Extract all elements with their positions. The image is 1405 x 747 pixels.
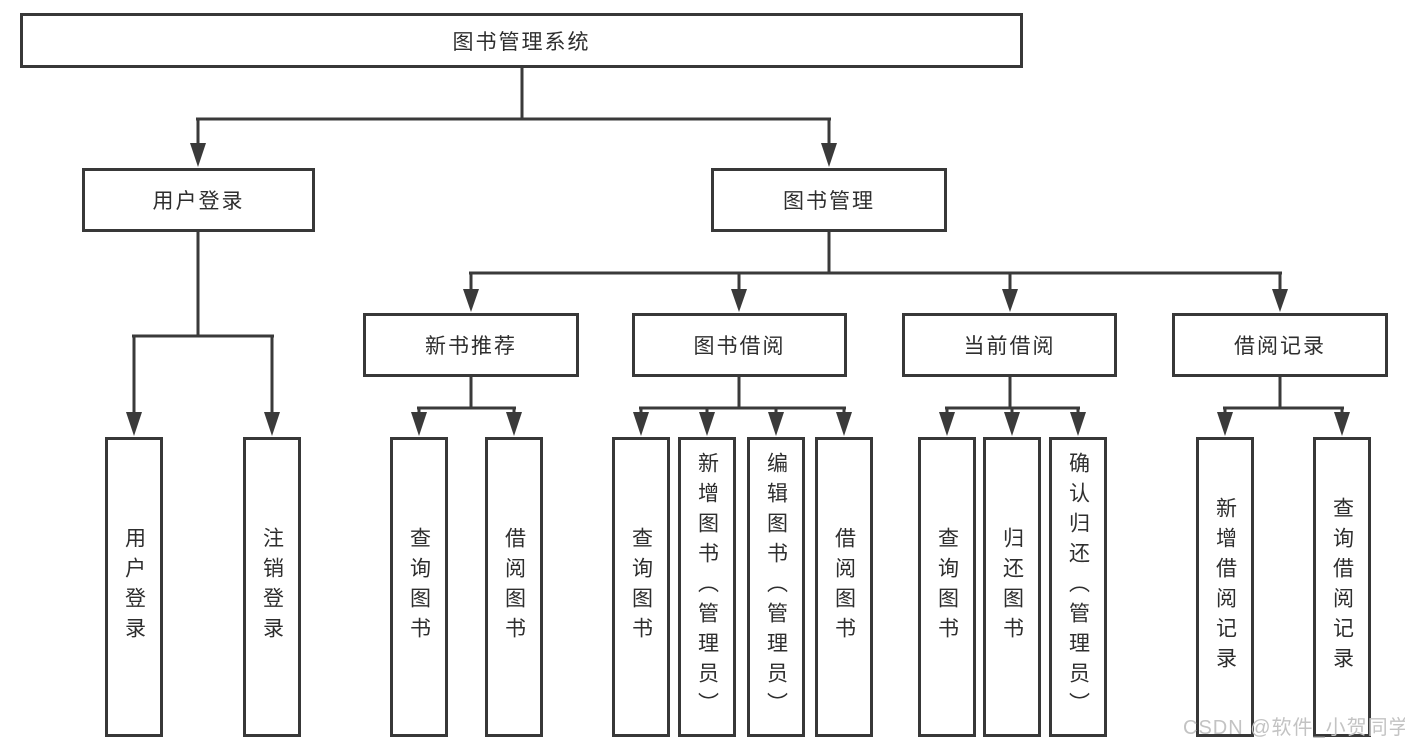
node-book-management: 图书管理: [711, 168, 947, 232]
connector-book-management-to-level3: [463, 232, 1288, 312]
leaf-query-books-recommend: 查询图书: [390, 437, 448, 737]
leaf-borrow-books-label: 借阅图书: [832, 527, 856, 647]
leaf-return-book: 归还图书: [983, 437, 1041, 737]
leaf-add-book-admin: 新增图书（管理员）: [678, 437, 736, 737]
node-borrow-records: 借阅记录: [1172, 313, 1388, 377]
leaf-query-books-recommend-label: 查询图书: [407, 527, 431, 647]
leaf-query-books-borrow-label: 查询图书: [629, 527, 653, 647]
node-user-login-label: 用户登录: [152, 190, 245, 213]
leaf-add-book-admin-label: 新增图书（管理员）: [695, 452, 719, 722]
node-user-login: 用户登录: [82, 168, 315, 232]
connector-book-borrow-children: [633, 377, 852, 436]
leaf-borrow-books: 借阅图书: [815, 437, 873, 737]
leaf-logout-label: 注销登录: [260, 527, 284, 647]
node-borrow-records-label: 借阅记录: [1234, 335, 1326, 358]
node-current-borrow-label: 当前借阅: [963, 335, 1056, 358]
leaf-borrow-books-recommend-label: 借阅图书: [502, 527, 526, 647]
leaf-add-borrow-record-label: 新增借阅记录: [1213, 497, 1237, 677]
connector-root-to-level2: [190, 68, 837, 167]
leaf-query-borrow-record: 查询借阅记录: [1313, 437, 1371, 737]
leaf-edit-book-admin: 编辑图书（管理员）: [747, 437, 805, 737]
connector-borrow-records-children: [1217, 377, 1350, 436]
leaf-confirm-return-admin: 确认归还（管理员）: [1049, 437, 1107, 737]
leaf-edit-book-admin-label: 编辑图书（管理员）: [764, 452, 788, 722]
leaf-logout: 注销登录: [243, 437, 301, 737]
node-new-book-recommend: 新书推荐: [363, 313, 579, 377]
node-new-book-recommend-label: 新书推荐: [425, 335, 517, 358]
csdn-watermark: CSDN @软件_小贺同学: [1183, 717, 1405, 739]
leaf-borrow-books-recommend: 借阅图书: [485, 437, 543, 737]
leaf-user-login: 用户登录: [105, 437, 163, 737]
leaf-query-books-current: 查询图书: [918, 437, 976, 737]
leaf-query-books-borrow: 查询图书: [612, 437, 670, 737]
connector-current-borrow-children: [939, 377, 1086, 436]
node-root: 图书管理系统: [20, 13, 1023, 68]
connector-user-login-children: [126, 232, 280, 436]
node-book-management-label: 图书管理: [783, 190, 875, 213]
node-book-borrow: 图书借阅: [632, 313, 847, 377]
node-book-borrow-label: 图书借阅: [693, 335, 786, 358]
leaf-user-login-label: 用户登录: [122, 527, 146, 647]
node-root-label: 图书管理系统: [452, 30, 591, 54]
node-current-borrow: 当前借阅: [902, 313, 1117, 377]
leaf-confirm-return-admin-label: 确认归还（管理员）: [1066, 452, 1090, 722]
leaf-add-borrow-record: 新增借阅记录: [1196, 437, 1254, 737]
connector-new-book-recommend-children: [411, 377, 522, 436]
leaf-query-books-current-label: 查询图书: [935, 527, 959, 647]
leaf-return-book-label: 归还图书: [1000, 527, 1024, 647]
leaf-query-borrow-record-label: 查询借阅记录: [1330, 497, 1354, 677]
